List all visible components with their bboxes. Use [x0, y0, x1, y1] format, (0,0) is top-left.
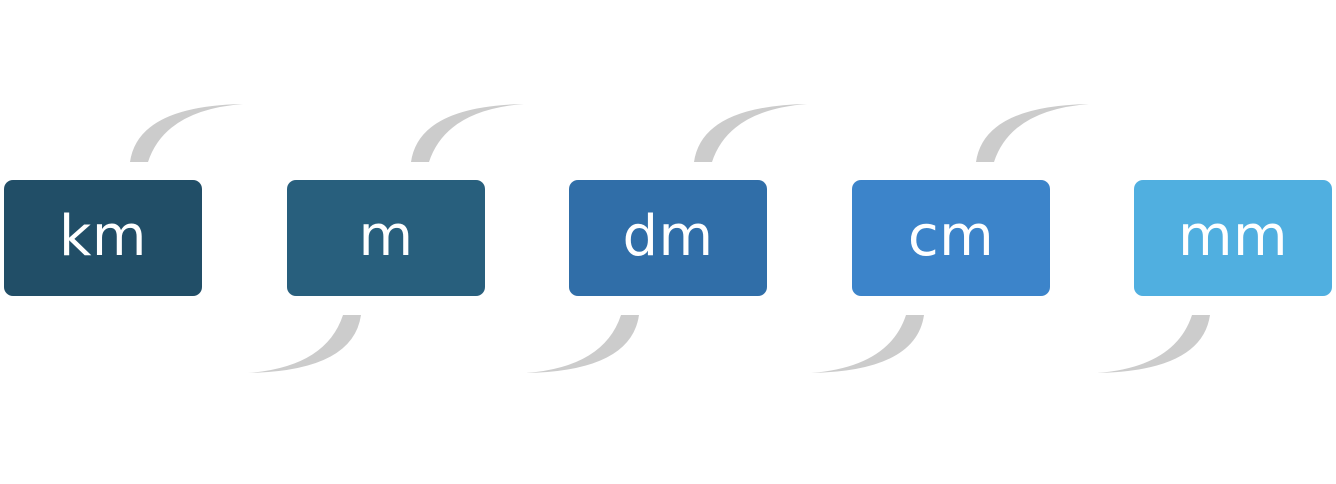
upper-connector-3	[694, 104, 807, 162]
unit-label-mm: mm	[1177, 204, 1289, 269]
unit-box-mm: mm	[1134, 180, 1332, 296]
upper-connector-1	[130, 104, 243, 162]
upper-connector-2	[411, 104, 524, 162]
lower-connectors	[248, 315, 1210, 373]
upper-connectors	[130, 104, 1089, 162]
unit-label-m: m	[358, 204, 414, 269]
lower-connector-3	[811, 315, 924, 373]
unit-label-km: km	[59, 204, 147, 269]
unit-box-dm: dm	[569, 180, 767, 296]
unit-box-cm: cm	[852, 180, 1050, 296]
unit-box-km: km	[4, 180, 202, 296]
unit-box-m: m	[287, 180, 485, 296]
lower-connector-2	[526, 315, 639, 373]
unit-label-cm: cm	[907, 204, 995, 269]
lower-connector-4	[1097, 315, 1210, 373]
unit-label-dm: dm	[622, 204, 714, 269]
lower-connector-1	[248, 315, 361, 373]
upper-connector-4	[976, 104, 1089, 162]
